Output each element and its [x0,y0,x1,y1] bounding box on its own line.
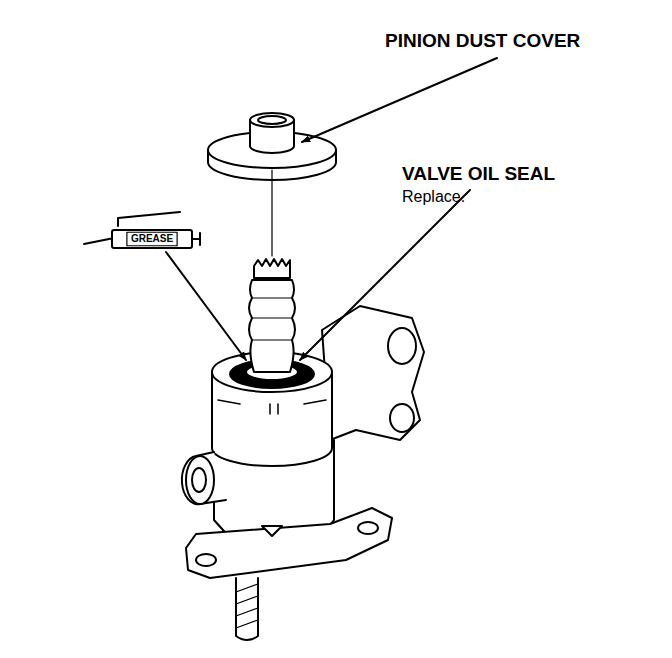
pinion-gear [236,578,258,640]
boss-face [186,456,214,504]
housing-groove [218,400,326,404]
cover-bore [258,116,286,124]
housing-mount [322,306,424,440]
cover-collar-top [250,113,294,127]
shaft-spline [254,259,290,278]
part-name: PINION DUST COVER [385,30,580,52]
housing-flange [186,508,392,578]
grease-tube [84,212,200,248]
mount-boss [390,404,414,432]
tube-clip [118,212,180,226]
tube-nozzle [84,238,114,244]
leader-arrow [302,58,497,142]
instruction-note: Replace. [402,188,465,206]
leader-arrow [300,190,470,360]
shaft-body [249,280,295,372]
housing-left-boss [182,452,226,504]
flange-hole [358,522,378,534]
leader-arrow [166,252,246,360]
tube-plunger [192,233,200,245]
flange-hole [196,554,216,566]
gear-teeth [236,584,258,628]
tube-label: GREASE [131,233,173,245]
boss-port [192,468,206,492]
shaft-ridge [252,298,292,340]
assembly-line [271,170,272,256]
part-name: VALVE OIL SEAL [402,163,555,185]
pinion-shaft [236,259,295,640]
valve-housing [182,306,424,578]
housing-slot [270,404,278,414]
tube-label-box [127,232,177,246]
mount-boss [388,328,416,364]
tube-body [112,230,192,248]
alignment-mark [262,526,282,536]
